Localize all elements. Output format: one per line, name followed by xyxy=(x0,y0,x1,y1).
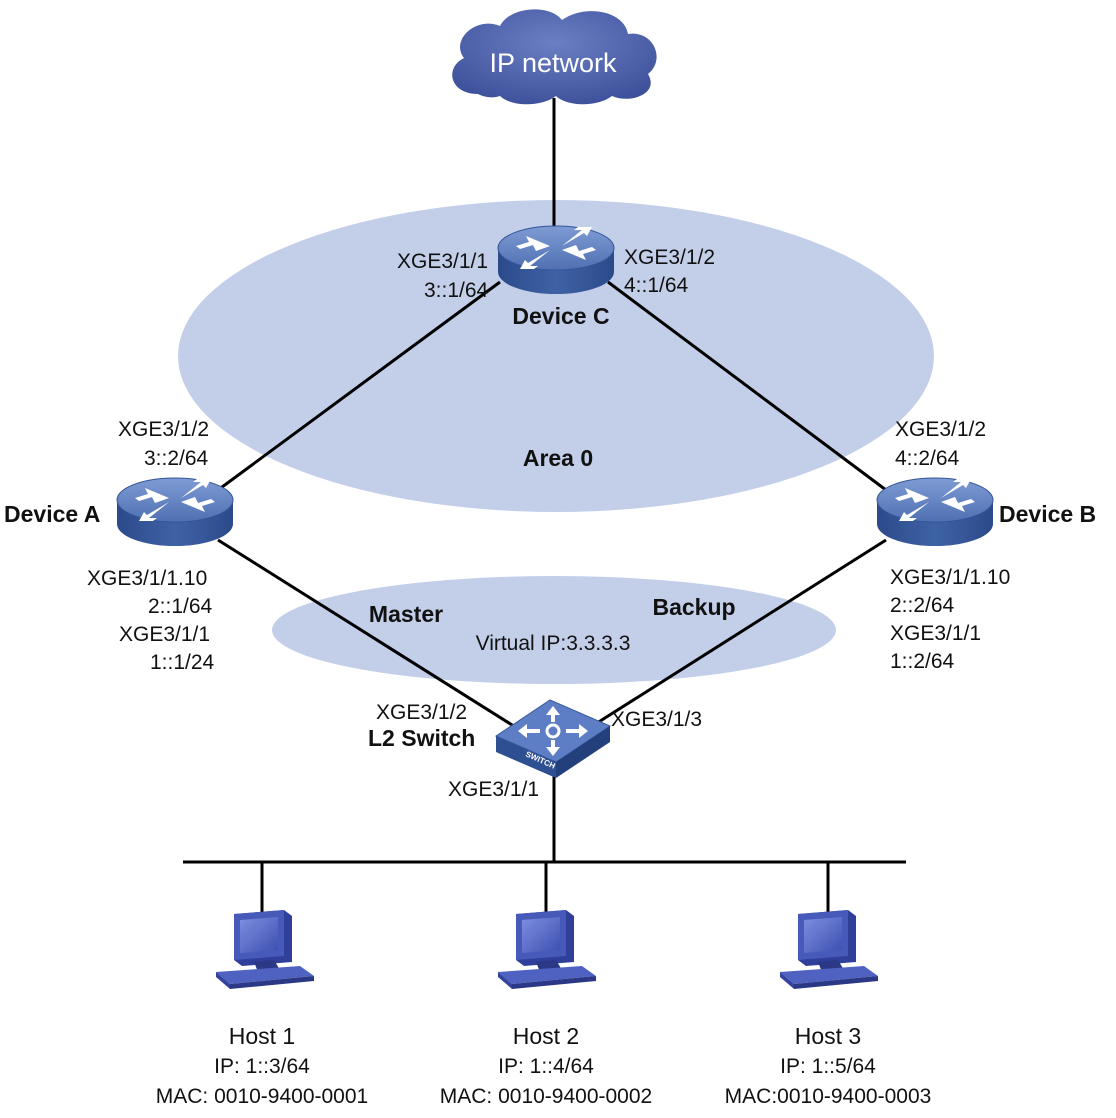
device-b-router-icon xyxy=(876,477,994,547)
host-3-mac: MAC:0010-9400-0003 xyxy=(725,1085,932,1108)
l2-switch-icon: SWITCH xyxy=(494,699,612,778)
device-b-ip: 1::2/64 xyxy=(890,650,955,673)
switch-name: L2 Switch xyxy=(368,725,475,751)
device-b-up-ip: 4::2/64 xyxy=(895,447,960,470)
host-3-pc-icon xyxy=(780,910,878,989)
device-c-right-interface: XGE3/1/2 xyxy=(624,246,715,269)
link-device-c-device-b xyxy=(607,280,887,492)
host-3-ip: IP: 1::5/64 xyxy=(780,1055,876,1078)
host-3-name: Host 3 xyxy=(795,1023,861,1049)
device-b-name: Device B xyxy=(999,501,1096,527)
vrrp-group-region xyxy=(272,576,836,684)
device-a-router-icon xyxy=(116,477,234,547)
device-a-sub-ip: 2::1/64 xyxy=(148,595,213,618)
device-a-up-interface: XGE3/1/2 xyxy=(118,418,209,441)
link-device-c-device-a xyxy=(217,280,501,492)
host-1-name: Host 1 xyxy=(229,1023,295,1049)
device-a-sub-interface: XGE3/1/1.10 xyxy=(87,567,207,590)
area-0-region xyxy=(178,200,934,512)
ip-network-cloud-icon xyxy=(452,9,657,105)
device-c-right-ip: 4::1/64 xyxy=(624,274,689,297)
host-2-pc-icon xyxy=(498,910,596,989)
device-c-left-ip: 3::1/64 xyxy=(424,279,489,302)
device-b-sub-interface: XGE3/1/1.10 xyxy=(890,566,1010,589)
device-c-name: Device C xyxy=(512,303,609,329)
links xyxy=(183,98,906,918)
host-2-ip: IP: 1::4/64 xyxy=(498,1055,594,1078)
device-a-up-ip: 3::2/64 xyxy=(144,447,209,470)
device-a-name: Device A xyxy=(4,501,100,527)
device-b-up-interface: XGE3/1/2 xyxy=(895,418,986,441)
switch-down-interface: XGE3/1/1 xyxy=(448,778,539,801)
area-0-label: Area 0 xyxy=(523,445,593,471)
device-a-interface: XGE3/1/1 xyxy=(119,623,210,646)
host-1-mac: MAC: 0010-9400-0001 xyxy=(156,1085,368,1108)
link-device-b-switch xyxy=(585,538,887,732)
device-b-sub-ip: 2::2/64 xyxy=(890,594,955,617)
device-c-left-interface: XGE3/1/1 xyxy=(397,250,488,273)
cloud-label: IP network xyxy=(489,48,617,78)
switch-right-interface: XGE3/1/3 xyxy=(611,708,702,731)
device-a-ip: 1::1/24 xyxy=(150,651,215,674)
device-c-router-icon xyxy=(497,225,615,295)
link-device-a-switch xyxy=(217,538,521,732)
device-b-interface: XGE3/1/1 xyxy=(890,622,981,645)
host-2-mac: MAC: 0010-9400-0002 xyxy=(440,1085,652,1108)
switch-left-interface: XGE3/1/2 xyxy=(376,701,467,724)
host-1-ip: IP: 1::3/64 xyxy=(214,1055,310,1078)
host-1-pc-icon xyxy=(216,910,314,989)
backup-label: Backup xyxy=(652,594,735,620)
master-label: Master xyxy=(369,601,443,627)
host-2-name: Host 2 xyxy=(513,1023,579,1049)
virtual-ip-label: Virtual IP:3.3.3.3 xyxy=(476,632,631,655)
